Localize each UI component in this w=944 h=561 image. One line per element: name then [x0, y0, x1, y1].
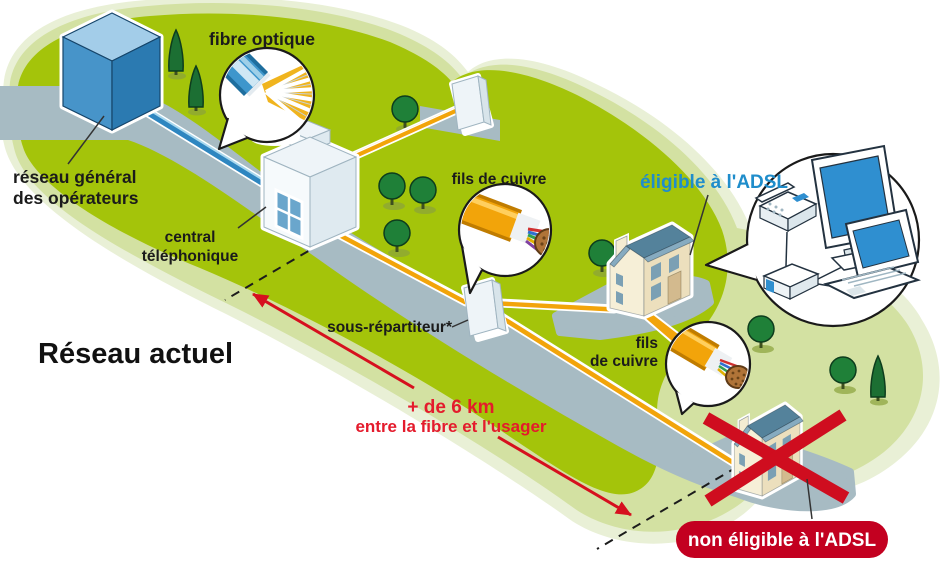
- dashed-guide-house: [596, 466, 738, 550]
- telephone-exchange-label-1: central: [165, 229, 216, 246]
- operators-network-cube: [59, 9, 164, 134]
- distance-arrow: [252, 292, 632, 517]
- copper-cable-to-eligible-house: [495, 298, 619, 314]
- main-road: [0, 86, 852, 510]
- modem-icon: [762, 263, 820, 300]
- red-cross: [702, 409, 850, 507]
- subdistributor-panel: [461, 277, 509, 342]
- leader-lines: [67, 115, 813, 520]
- dashed-guide-central: [224, 242, 323, 301]
- copper-wires-label-2b: de cuivre: [590, 353, 658, 370]
- distance-label-1: + de 6 km: [407, 397, 494, 418]
- adsl-eligible-label: éligible à l'ADSL: [640, 172, 788, 193]
- copper-wires-label-2a: fils: [636, 335, 658, 352]
- fiber-optic-label: fibre optique: [209, 29, 315, 49]
- adsl-not-eligible-label: non éligible à l'ADSL: [688, 530, 877, 551]
- dashed-guides: [224, 242, 738, 550]
- copper-wires-label-1: fils de cuivre: [452, 171, 547, 188]
- non-eligible-badge: [676, 521, 888, 558]
- copper-cable-to-non-eligible-house: [495, 311, 738, 467]
- sub-distributor-label: sous-répartiteur*: [327, 319, 453, 336]
- building-window: [274, 187, 304, 241]
- telephone-exchange-label-2: téléphonique: [142, 248, 239, 265]
- operators-network-label-1: réseau général: [13, 167, 137, 187]
- devices-bubble: [704, 144, 921, 328]
- distance-label-2: entre la fibre et l'usager: [355, 417, 546, 436]
- operators-network-label-2: des opérateurs: [13, 188, 139, 208]
- diagram-title: Réseau actuel: [38, 338, 233, 370]
- phone-icon: [754, 182, 818, 233]
- text-labels: fibre optique réseau général des opérate…: [13, 29, 876, 551]
- copper-wires-lens-1: [457, 182, 553, 295]
- laptop-icon: [823, 208, 921, 300]
- top-distribution-panel: [449, 73, 494, 136]
- eligible-house: [610, 225, 694, 316]
